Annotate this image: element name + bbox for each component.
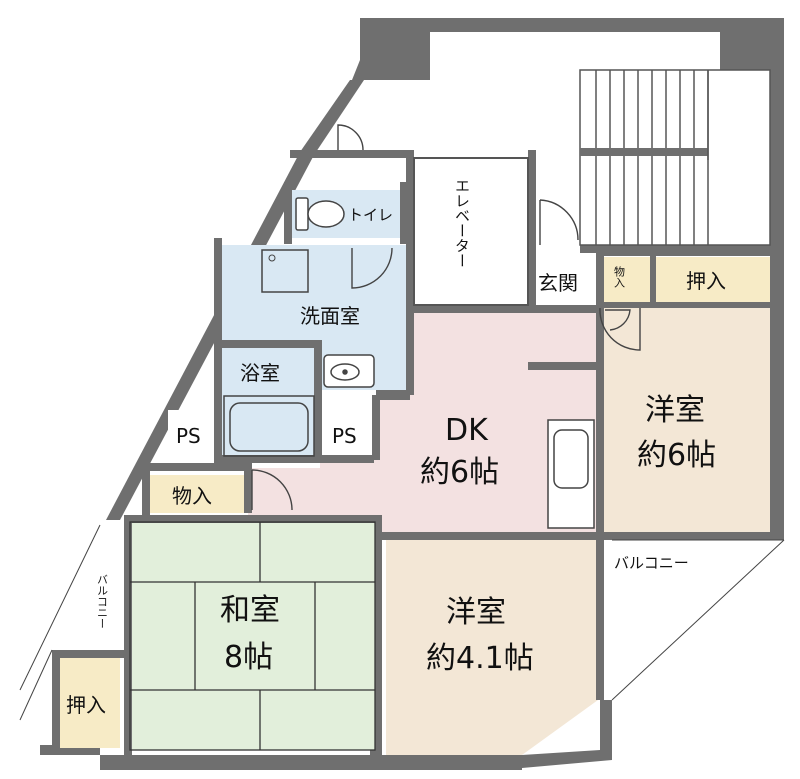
washbasin — [323, 354, 375, 388]
balcony-rails — [19, 524, 785, 721]
japanese-name: 和室 — [220, 593, 280, 628]
tatami-grid — [129, 521, 376, 751]
balcony-right-name: バルコニー — [614, 554, 689, 572]
western-large-size: 約6帖 — [637, 438, 716, 473]
drain-icon — [268, 254, 276, 262]
doors — [251, 124, 641, 511]
western-small-name: 洋室 — [446, 595, 506, 630]
western-large-name: 洋室 — [645, 393, 705, 428]
closet-bottom-floor — [58, 658, 120, 748]
staircase — [579, 69, 771, 246]
balcony-left-name: バルコニー — [96, 574, 109, 629]
washroom-name: 洗面室 — [300, 304, 360, 328]
bathroom-name: 浴室 — [240, 361, 280, 385]
bathtub-outer — [223, 395, 315, 457]
dk-size: 約6帖 — [420, 455, 499, 490]
japanese-floor — [130, 522, 375, 750]
storage-small-floor — [600, 257, 650, 302]
dk-floor — [248, 312, 596, 532]
ps-right-box — [322, 396, 372, 454]
kitchen-counter — [547, 419, 595, 529]
western-small-floor — [386, 540, 598, 755]
ps-right-name: PS — [332, 424, 357, 448]
closet-top-name: 押入 — [686, 269, 726, 293]
western-small-size: 約4.1帖 — [426, 641, 534, 676]
bathtub — [229, 402, 309, 452]
toilet-fixture — [295, 197, 345, 231]
interior-walls — [52, 150, 778, 755]
toilet-name: トイレ — [348, 206, 393, 224]
closet-top-floor — [656, 257, 770, 302]
dk-name: DK — [445, 413, 489, 448]
entrance-name: 玄関 — [538, 271, 578, 295]
storage-left-name: 物入 — [172, 484, 212, 508]
elevator-shaft — [413, 157, 529, 306]
japanese-size: 8帖 — [224, 640, 273, 675]
washroom-floor — [222, 245, 406, 345]
ps-left-box — [168, 410, 214, 460]
storage-small-name: 物入 — [613, 265, 626, 288]
western-large-floor — [600, 305, 770, 532]
closet-bottom-name: 押入 — [66, 693, 106, 717]
storage-left-floor — [150, 475, 245, 513]
elevator-name: エレベーター — [453, 178, 471, 268]
ps-left-name: PS — [176, 424, 201, 448]
washing-machine — [261, 249, 309, 293]
